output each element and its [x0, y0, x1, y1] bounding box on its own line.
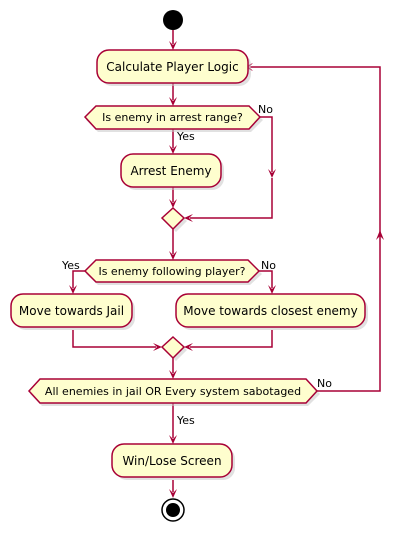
start-node — [163, 10, 183, 30]
end-node — [161, 498, 185, 522]
condition-end-check-label: All enemies in jail OR Every system sabo… — [45, 385, 301, 398]
condition-following-player: Is enemy following player? — [83, 259, 262, 285]
branch-follow-no: No — [261, 259, 276, 272]
edge-closest-merge2 — [190, 330, 273, 348]
edges — [69, 30, 384, 498]
edge-cond2-no — [259, 270, 273, 288]
branch-arrest-yes: Yes — [176, 130, 195, 143]
activity-closest-label: Move towards closest enemy — [183, 304, 357, 318]
condition-following-label: Is enemy following player? — [98, 265, 245, 278]
branch-follow-yes: Yes — [61, 259, 80, 272]
activity-jail-label: Move towards Jail — [19, 304, 124, 318]
edge-cond2-yes — [72, 270, 86, 288]
edge-jail-merge2 — [72, 330, 156, 348]
edge-cond3-no-loop — [250, 66, 381, 392]
activity-calculate-label: Calculate Player Logic — [106, 60, 238, 74]
edge-cond1-no — [260, 116, 273, 172]
merge-node-1 — [160, 206, 187, 232]
activity-win-lose-screen: Win/Lose Screen — [111, 443, 235, 480]
edge-no-merge1 — [190, 178, 273, 219]
condition-end-check: All enemies in jail OR Every system sabo… — [27, 378, 320, 406]
condition-arrest-range-label: Is enemy in arrest range? — [102, 111, 243, 124]
activity-move-towards-jail: Move towards Jail — [10, 293, 135, 330]
activity-move-towards-closest-enemy: Move towards closest enemy — [175, 293, 368, 330]
activity-winlose-label: Win/Lose Screen — [122, 454, 221, 468]
branch-end-yes: Yes — [176, 414, 195, 427]
activity-arrest-enemy: Arrest Enemy — [120, 153, 224, 190]
activity-arrest-label: Arrest Enemy — [130, 164, 211, 178]
merge-node-2 — [160, 335, 187, 361]
activity-calculate-player-logic: Calculate Player Logic — [96, 49, 251, 86]
branch-end-no: No — [317, 377, 332, 390]
branch-arrest-no: No — [258, 103, 273, 116]
condition-arrest-range: Is enemy in arrest range? — [83, 105, 263, 132]
